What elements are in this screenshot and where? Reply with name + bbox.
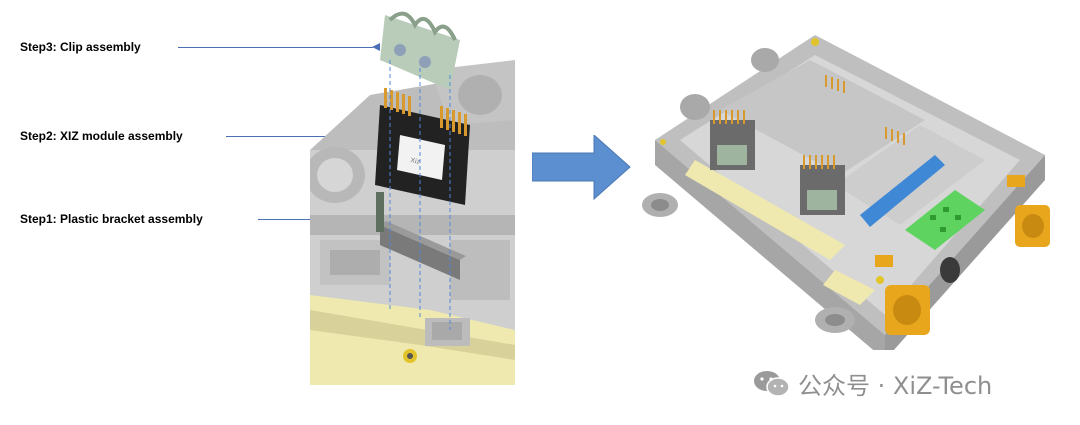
cable-gland-1	[680, 94, 710, 120]
housing-section	[310, 60, 515, 385]
module-assembly-1	[710, 110, 755, 170]
watermark: 公众号 · XiZ-Tech	[752, 366, 992, 401]
pcb-board	[905, 190, 985, 250]
step3-label: Step3: Clip assembly	[20, 40, 141, 54]
step3-leader-line	[178, 47, 373, 48]
watermark-text: 公众号 · XiZ-Tech	[798, 372, 993, 400]
connector-pins	[825, 75, 905, 145]
xiz-module: Xiz	[375, 88, 470, 205]
module-assembly-2	[800, 155, 845, 215]
step1-label: Step1: Plastic bracket assembly	[20, 212, 203, 226]
module-marking: Xiz	[410, 157, 421, 166]
assembled-housing-render	[642, 35, 1050, 350]
connector-front	[885, 257, 960, 335]
step2-leader-line	[226, 136, 376, 137]
connector-right	[1015, 205, 1050, 247]
wechat-icon	[754, 370, 790, 397]
flow-arrow	[532, 135, 631, 200]
thermal-pad-2	[823, 270, 875, 305]
module-pins	[384, 88, 467, 136]
step2-label: Step2: XIZ module assembly	[20, 129, 183, 143]
alignment-lines	[389, 60, 451, 330]
exploded-assembly-render: Xiz	[310, 11, 515, 385]
terminal-block	[875, 175, 1025, 267]
clip	[380, 11, 460, 90]
bus-bar	[860, 155, 945, 227]
step3-leader-arrowhead	[372, 43, 380, 51]
cable-gland-2	[751, 48, 779, 72]
thermal-pad-1	[685, 160, 845, 260]
